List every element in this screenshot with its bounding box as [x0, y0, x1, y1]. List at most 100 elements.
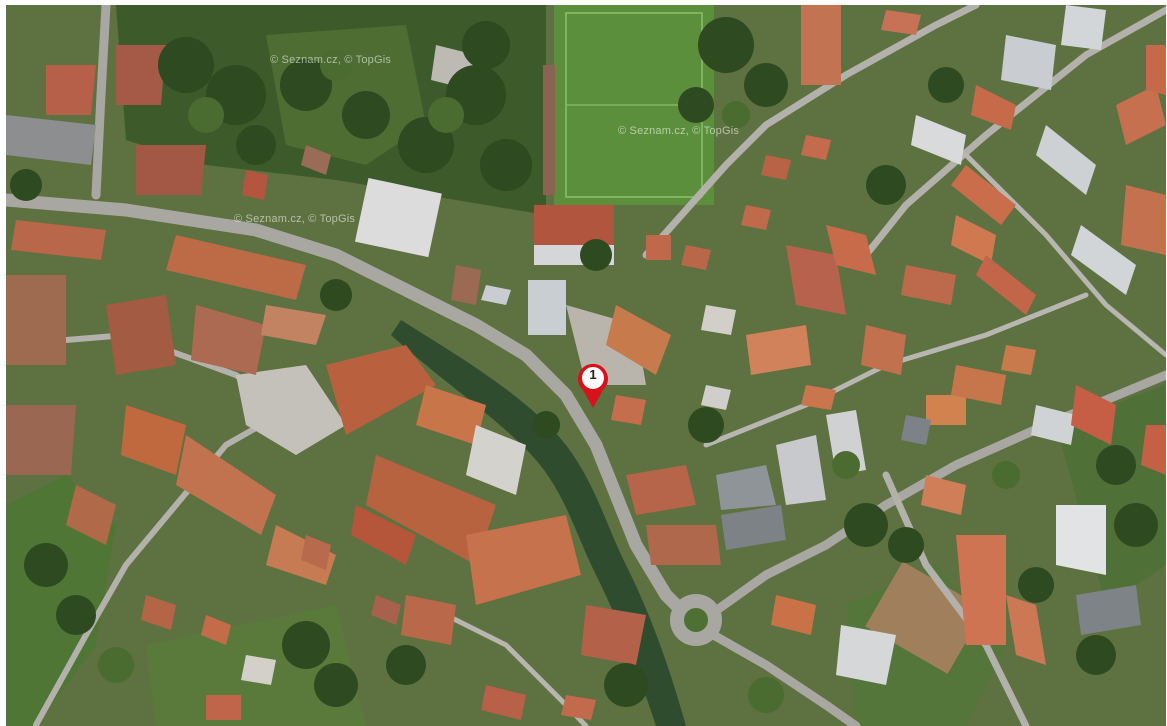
block-west-3 [6, 275, 66, 365]
location-marker[interactable]: 1 [576, 362, 610, 410]
block-east-31 [971, 85, 1016, 130]
block-east-27 [836, 625, 896, 685]
building-gray-mid [528, 280, 566, 335]
house-small-14 [201, 615, 231, 645]
block-east-29 [921, 475, 966, 515]
house-small-20 [371, 595, 401, 625]
house-small-22 [242, 170, 268, 200]
block-east-15 [976, 255, 1036, 315]
block-central-12 [646, 525, 721, 565]
block-central-9 [581, 605, 646, 665]
house-small-2 [681, 245, 711, 270]
block-east-2 [826, 225, 876, 275]
road-residential-east [963, 152, 1166, 358]
block-east-20 [1031, 405, 1076, 445]
block-east-12 [951, 165, 1016, 225]
block-east-23 [1056, 505, 1106, 575]
house-small-10 [901, 415, 931, 445]
block-central-10 [606, 305, 671, 375]
road-south-west [33, 402, 299, 726]
block-west-14 [116, 45, 166, 105]
house-small-19 [561, 695, 596, 720]
block-east-8 [1036, 125, 1096, 195]
tree-clusters [10, 17, 1158, 707]
block-east-10 [1121, 185, 1166, 255]
block-west-5 [191, 305, 266, 375]
block-east-7 [1061, 5, 1106, 50]
house-small-13 [141, 595, 176, 630]
house-small-3 [701, 305, 736, 335]
house-small-11 [451, 265, 481, 305]
building-pitch-west [543, 65, 555, 195]
road-east-diagonal [642, 5, 980, 259]
house-small-5 [801, 135, 831, 160]
block-central-8 [266, 525, 336, 585]
house-small-17 [301, 535, 331, 570]
block-east-32 [1146, 45, 1166, 95]
block-central-13 [716, 465, 776, 510]
house-small-18 [481, 685, 526, 720]
block-east-16 [861, 325, 906, 375]
roundabout-center [684, 608, 708, 632]
block-east-22 [1141, 425, 1166, 475]
block-central-11 [626, 465, 696, 515]
block-east-28 [771, 595, 816, 635]
block-west-6 [261, 305, 326, 345]
block-west-12 [6, 115, 96, 165]
block-west-11 [46, 65, 96, 115]
block-east-14 [901, 265, 956, 305]
satellite-map-imagery[interactable] [6, 5, 1166, 726]
block-east-19 [1001, 345, 1036, 375]
block-central-7 [401, 595, 456, 645]
block-east-11 [911, 115, 966, 165]
house-small-12 [481, 285, 511, 305]
tree-clusters-light [98, 49, 1020, 713]
block-west-1 [166, 235, 306, 300]
block-east-24 [956, 535, 1006, 645]
block-east-25 [1006, 595, 1046, 665]
river [391, 320, 686, 726]
house-small-21 [301, 145, 331, 175]
block-east-9 [1071, 225, 1136, 295]
block-central-4 [366, 455, 496, 565]
house-small-9 [801, 385, 836, 410]
house-small-15 [241, 655, 276, 685]
road-east-vertical [882, 471, 1030, 726]
block-east-13 [951, 215, 996, 265]
town-square [236, 365, 346, 455]
map-pin-icon [578, 363, 608, 408]
block-central-5 [351, 505, 416, 565]
block-west-7 [6, 405, 76, 475]
block-east-6 [1001, 35, 1056, 90]
road-south-east [691, 620, 861, 726]
block-central-2 [416, 385, 486, 445]
house-small-1 [646, 235, 671, 260]
block-west-4 [106, 295, 176, 375]
block-central-1 [326, 345, 436, 435]
block-east-3 [746, 325, 811, 375]
block-central-6 [466, 515, 581, 605]
building-tall-north [801, 5, 841, 85]
block-east-30 [1116, 85, 1166, 145]
block-west-8 [121, 405, 186, 475]
block-west-9 [176, 435, 276, 535]
satellite-map[interactable]: © Seznam.cz, © TopGis © Seznam.cz, © Top… [6, 5, 1166, 726]
block-west-10 [66, 485, 116, 545]
block-west-13 [136, 145, 206, 195]
building-white-north [354, 178, 442, 258]
block-central-14 [721, 505, 786, 550]
block-east-17 [926, 395, 966, 425]
block-east-1 [786, 245, 846, 315]
house-small-24 [881, 10, 921, 35]
field-southwest [6, 475, 116, 726]
tennis-courts [865, 561, 986, 674]
block-east-26 [1076, 585, 1141, 635]
road-east-main [862, 6, 1166, 259]
house-small-7 [611, 395, 646, 425]
green-strip-east [1056, 385, 1166, 605]
main-road-west [6, 193, 703, 632]
house-small-8 [701, 385, 731, 410]
house-small-4 [741, 205, 771, 230]
block-east-21 [1071, 385, 1116, 445]
